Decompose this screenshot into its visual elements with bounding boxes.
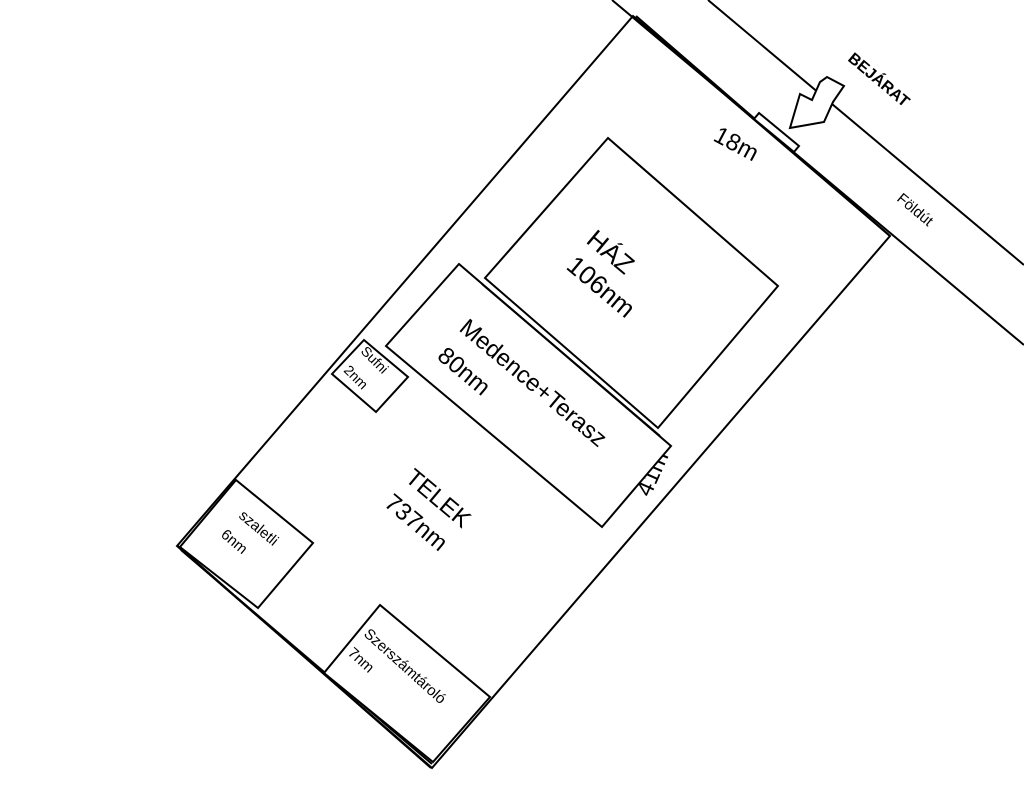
entrance-label: BEJÁRAT bbox=[844, 49, 913, 112]
building-sufni: Sufni 2nm bbox=[330, 338, 410, 414]
building-szerszamtarolo: Szerszámtároló 7nm bbox=[322, 603, 492, 764]
plot-label: TELEK 737nm bbox=[379, 464, 476, 557]
road-label: Földút bbox=[893, 190, 937, 230]
entrance-gate bbox=[752, 111, 801, 154]
building-haz: HÁZ 106nm bbox=[483, 136, 780, 430]
road-edge-far bbox=[707, 0, 1024, 266]
arrow-down-icon bbox=[788, 75, 846, 130]
entrance-arrow: BEJÁRAT bbox=[788, 49, 914, 130]
building-szaletli: szaletli 6nm bbox=[178, 478, 315, 610]
plot-width-label: 18m bbox=[709, 121, 763, 167]
